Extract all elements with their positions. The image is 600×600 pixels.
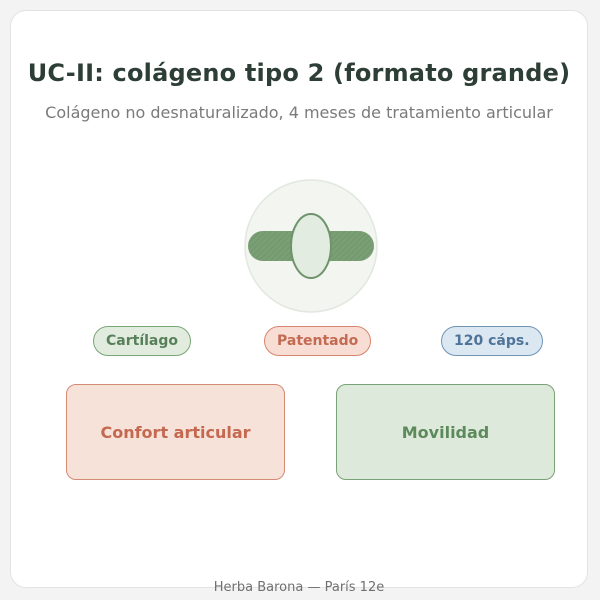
store-footer: Herba Barona — París 12e xyxy=(213,580,385,595)
tag-patentado: Patentado xyxy=(264,326,372,356)
tag-cartilago: Cartílago xyxy=(93,326,192,356)
benefit-label: Confort articular xyxy=(100,422,251,442)
tag-capsules-count: 120 cáps. xyxy=(441,326,543,356)
capsule-center xyxy=(290,213,332,279)
benefit-movilidad: Movilidad xyxy=(336,384,555,480)
capsule-illustration xyxy=(244,179,378,313)
capsule-icon xyxy=(244,179,378,313)
page-title: UC-II: colágeno tipo 2 (formato grande) xyxy=(27,59,571,87)
benefit-confort-articular: Confort articular xyxy=(66,384,285,480)
page-subtitle: Colágeno no desnaturalizado, 4 meses de … xyxy=(45,103,553,122)
benefit-label: Movilidad xyxy=(401,422,490,442)
product-card: UC-II: colágeno tipo 2 (formato grande) … xyxy=(10,10,588,595)
